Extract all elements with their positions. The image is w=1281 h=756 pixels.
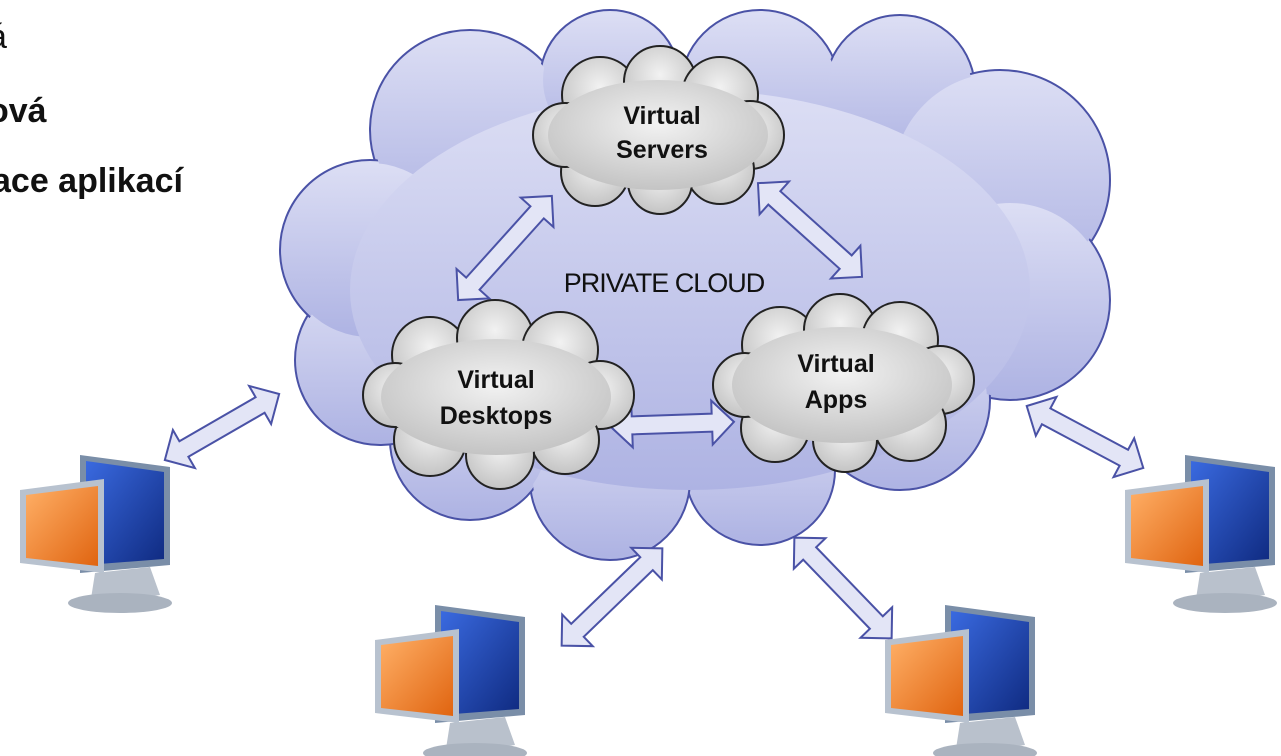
arrows bbox=[163, 180, 1145, 648]
monitor-icon bbox=[1125, 455, 1277, 613]
double-arrow-icon bbox=[1025, 395, 1145, 479]
desktops-label-line-2: Desktops bbox=[440, 402, 553, 430]
double-arrow-icon bbox=[455, 194, 555, 302]
double-arrow-icon bbox=[560, 546, 664, 648]
slide-text: á ová ace aplikací bbox=[0, 0, 320, 220]
double-arrow-icon bbox=[608, 398, 736, 450]
double-arrow-icon bbox=[163, 384, 281, 470]
text-line-1: á bbox=[0, 18, 7, 57]
cloud-virtual-desktops bbox=[362, 299, 635, 490]
text-line-2: ová bbox=[0, 92, 47, 130]
servers-label-line-2: Servers bbox=[616, 136, 708, 164]
private-cloud-label: PRIVATE CLOUD bbox=[564, 268, 765, 298]
desktops-label-line-1: Virtual bbox=[457, 366, 534, 394]
monitor-icon bbox=[20, 455, 172, 613]
double-arrow-icon bbox=[756, 180, 864, 280]
monitor-icon bbox=[885, 605, 1037, 756]
servers-label-line-1: Virtual bbox=[623, 102, 700, 130]
monitor-icon bbox=[375, 605, 527, 756]
apps-label-line-1: Virtual bbox=[797, 350, 874, 378]
cloud-virtual-apps bbox=[712, 293, 975, 473]
apps-label-line-2: Apps bbox=[805, 386, 868, 414]
text-line-3: ace aplikací bbox=[0, 162, 183, 200]
double-arrow-icon bbox=[792, 536, 894, 640]
cloud-virtual-servers bbox=[532, 45, 785, 215]
